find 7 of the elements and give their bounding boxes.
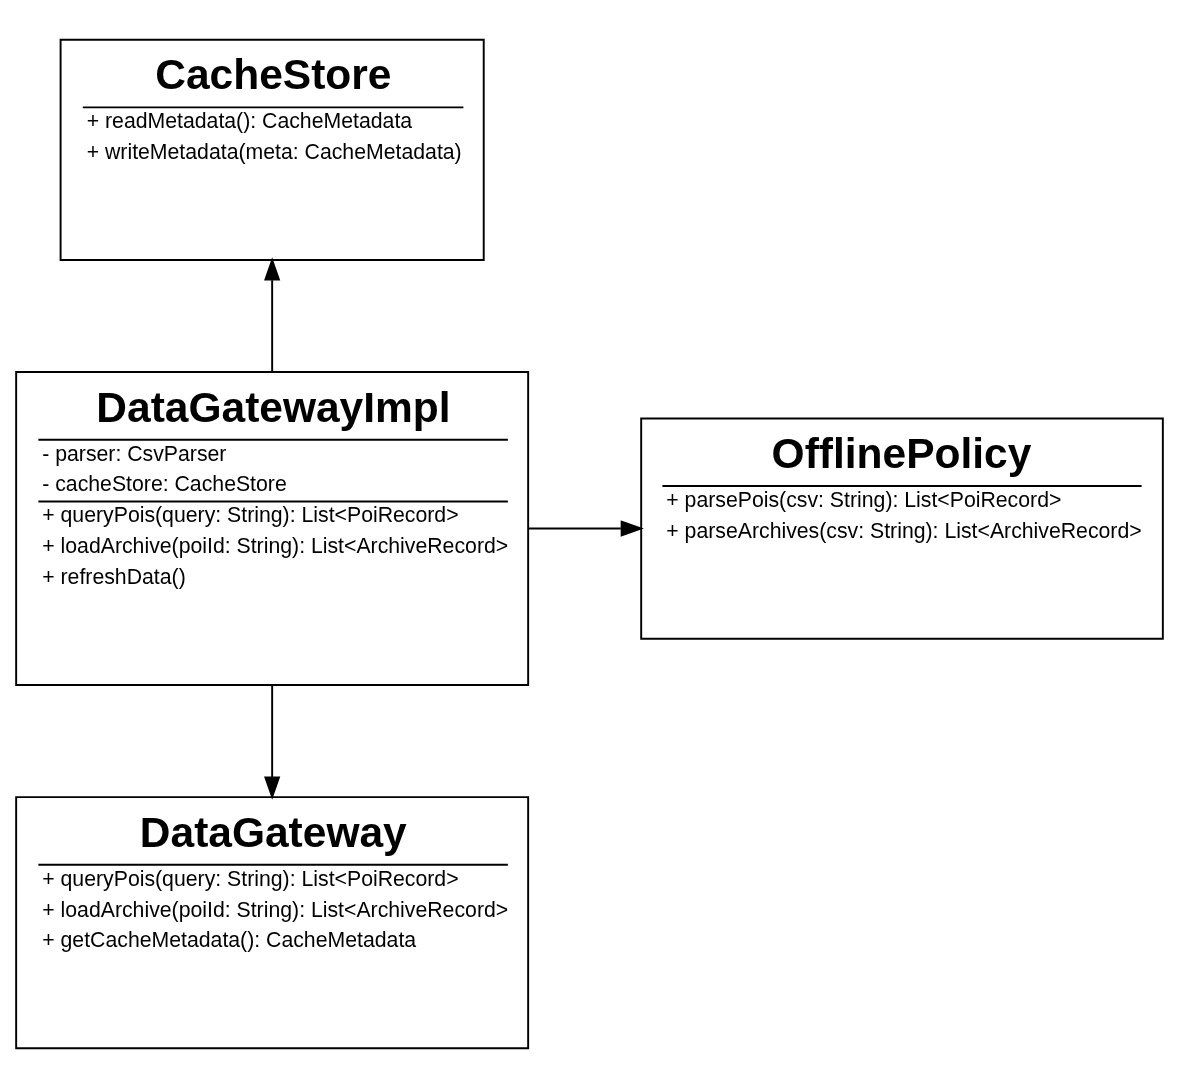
node-box: DataGateway + queryPois(query: String): List<PoiRecord> + loadArchive(poiId: String): List<ArchiveRecord> + getCacheMetadata(): CacheMetadata (15, 796, 530, 1050)
node-box: OfflinePolicy + parsePois(csv: String): List<PoiRecord> + parseArchives(csv: String): List<ArchiveRecord> (640, 417, 1164, 640)
node-box: DataGatewayImpl - parser: CsvParser - cacheStore: CacheStore + queryPois(query: String): List<PoiRecord> + loadArchive(poiId: String): List<ArchiveRecord> + refreshData() (15, 371, 530, 686)
arrow (264, 684, 281, 800)
arrow (264, 257, 281, 373)
node-box: CacheStore + readMetadata(): CacheMetadata + writeMetadata(meta: CacheMetadata) (59, 38, 485, 261)
arrow (527, 520, 644, 537)
